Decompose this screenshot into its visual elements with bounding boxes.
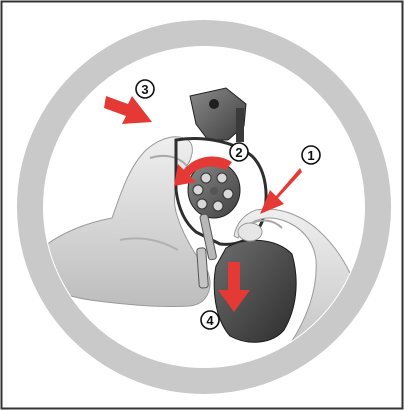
step-marker-2: 2	[230, 143, 248, 161]
step-marker-4: 4	[201, 311, 219, 329]
step-number: 2	[235, 145, 242, 160]
step-number: 4	[206, 313, 214, 328]
step-marker-3: 3	[136, 80, 154, 98]
step-number: 3	[141, 82, 148, 97]
step-marker-1: 1	[302, 146, 320, 164]
step-number: 1	[307, 148, 314, 163]
